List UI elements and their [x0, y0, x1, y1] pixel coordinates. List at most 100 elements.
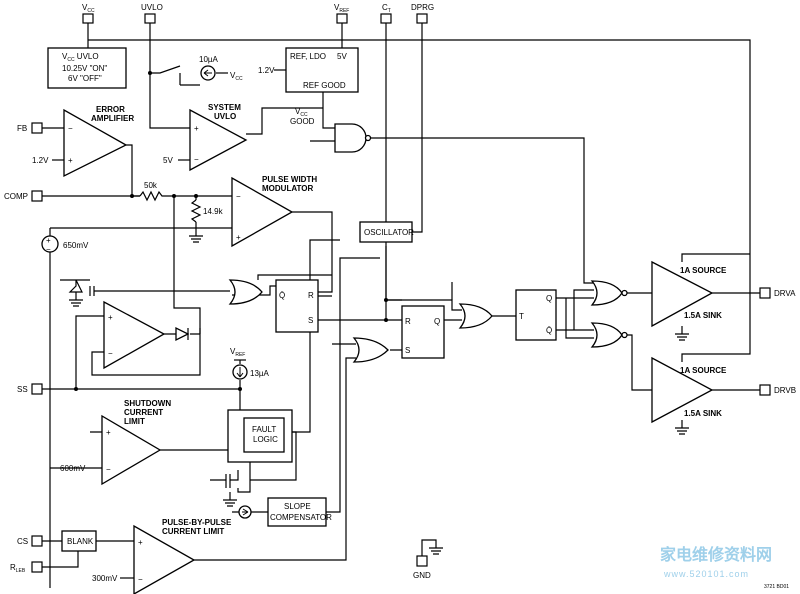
svg-text:Q: Q	[434, 317, 440, 326]
figure-id: 3721 BD01	[764, 584, 789, 590]
svg-text:1A SOURCE: 1A SOURCE	[680, 366, 727, 375]
vcc-good-label: VCC	[295, 107, 308, 118]
sr-latch: Q̄ R S	[275, 279, 319, 333]
blank-block: BLANK	[61, 530, 97, 552]
pin-vcc	[82, 13, 94, 24]
svg-text:+: +	[108, 313, 113, 322]
system-uvlo-comparator: + − SYSTEM UVLO	[189, 103, 248, 172]
svg-text:LOGIC: LOGIC	[253, 435, 278, 444]
pin-ss-label: SS	[17, 385, 28, 394]
pin-comp	[31, 190, 43, 202]
pin-ct-label: CT	[382, 3, 391, 14]
svg-text:PULSE WIDTH: PULSE WIDTH	[262, 175, 317, 184]
svg-text:1.5A SINK: 1.5A SINK	[684, 311, 722, 320]
svg-text:650mV: 650mV	[63, 241, 89, 250]
pin-fb	[31, 122, 43, 134]
oscillator-block: OSCILLATOR	[359, 221, 414, 243]
svg-text:+: +	[236, 233, 241, 242]
wires	[42, 23, 760, 588]
slope-compensator-block: SLOPE COMPENSATOR	[238, 497, 332, 527]
uvlo-5v-label: 5V	[163, 156, 173, 165]
svg-text:+: +	[138, 538, 143, 547]
ss-buffer-amp: + −	[103, 300, 166, 370]
diode	[175, 326, 190, 342]
svg-text:LIMIT: LIMIT	[124, 417, 145, 426]
t-flipflop: T Q Q̄	[515, 289, 557, 341]
pin-uvlo-label: UVLO	[141, 3, 163, 12]
svg-text:−: −	[108, 349, 113, 358]
ref-ldo-block: REF, LDO 5V REF GOOD	[285, 47, 359, 93]
error-amplifier: − + ERROR AMPLIFIER	[63, 105, 134, 178]
current-source-10ua: 10µA	[199, 55, 219, 81]
pin-rleb-label: RLEB	[10, 563, 26, 574]
svg-text:MODULATOR: MODULATOR	[262, 184, 313, 193]
svg-text:VCC UVLO: VCC UVLO	[62, 52, 99, 63]
current-source-13ua: 13µA VREF	[230, 347, 270, 380]
driver-a: 1A SOURCE 1.5A SINK	[651, 260, 727, 328]
source-vcc-label: VCC	[230, 71, 243, 82]
resistor-50k: 50k	[139, 181, 164, 202]
svg-text:ERROR: ERROR	[96, 105, 125, 114]
svg-text:6V "OFF": 6V "OFF"	[68, 74, 102, 83]
svg-text:−: −	[68, 124, 73, 133]
pin-cs-label: CS	[17, 537, 28, 546]
svg-text:14.9k: 14.9k	[203, 207, 224, 216]
svg-text:Q: Q	[546, 294, 552, 303]
svg-text:1A SOURCE: 1A SOURCE	[680, 266, 727, 275]
pin-comp-label: COMP	[4, 192, 28, 201]
vref-13ua-label: VREF	[230, 347, 245, 358]
svg-text:SLOPE: SLOPE	[284, 502, 311, 511]
svg-text:Q̄: Q̄	[546, 326, 552, 335]
ea-1v2-label: 1.2V	[32, 156, 49, 165]
pin-uvlo	[144, 13, 156, 24]
svg-text:CURRENT: CURRENT	[124, 408, 163, 417]
svg-text:S: S	[308, 316, 313, 325]
svg-text:SYSTEM: SYSTEM	[208, 103, 241, 112]
pin-vref	[336, 13, 348, 24]
svg-text:10µA: 10µA	[199, 55, 219, 64]
svg-text:50k: 50k	[144, 181, 158, 190]
voltage-source-650mv: + − 650mV	[41, 235, 89, 254]
shutdown-600mv-label: 600mV	[60, 464, 86, 473]
pin-gnd-label: GND	[413, 571, 431, 580]
pin-drva-label: DRVA	[774, 289, 796, 298]
svg-text:+: +	[106, 428, 111, 437]
pbp-300mv-label: 300mV	[92, 574, 118, 583]
vcc-good-label-2: GOOD	[290, 117, 315, 126]
watermark-url: www.520101.com	[663, 569, 749, 579]
pin-cs	[31, 535, 43, 547]
pwm-comparator: − + PULSE WIDTH MODULATOR	[231, 175, 317, 248]
svg-text:10.25V "ON": 10.25V "ON"	[62, 64, 107, 73]
pin-vref-label: VREF	[334, 3, 349, 14]
driver-b: 1A SOURCE 1.5A SINK	[651, 356, 727, 424]
svg-text:+: +	[194, 124, 199, 133]
or-gate-t	[458, 303, 493, 329]
or-gate-sr	[228, 279, 263, 305]
svg-text:REF GOOD: REF GOOD	[303, 81, 346, 90]
svg-text:BLANK: BLANK	[67, 537, 94, 546]
pin-dprg-label: DPRG	[411, 3, 434, 12]
svg-text:R: R	[405, 317, 411, 326]
svg-text:5V: 5V	[337, 52, 347, 61]
svg-text:−: −	[138, 575, 143, 584]
pin-vcc-label: VCC	[82, 3, 95, 14]
svg-text:UVLO: UVLO	[214, 112, 236, 121]
svg-text:−: −	[194, 155, 199, 164]
or-gate-rs-s	[352, 337, 389, 363]
svg-text:FAULT: FAULT	[252, 425, 276, 434]
pin-ss	[31, 383, 43, 395]
svg-text:−: −	[236, 192, 241, 201]
ref-1v2-label: 1.2V	[258, 66, 275, 75]
svg-text:COMPENSATOR: COMPENSATOR	[270, 513, 332, 522]
resistor-14-9k: 14.9k	[190, 199, 224, 223]
svg-text:CURRENT LIMIT: CURRENT LIMIT	[162, 527, 224, 536]
svg-text:OSCILLATOR: OSCILLATOR	[364, 228, 414, 237]
pins: VCC UVLO VREF CT DPRG FB COMP SS CS RLEB…	[4, 3, 796, 580]
svg-text:−: −	[106, 465, 111, 474]
svg-text:1.5A SINK: 1.5A SINK	[684, 409, 722, 418]
svg-text:Q̄: Q̄	[279, 291, 285, 300]
pin-drva	[759, 287, 771, 299]
pin-drvb-label: DRVB	[774, 386, 796, 395]
shutdown-comparator: + − SHUTDOWN CURRENT LIMIT	[101, 399, 171, 486]
fault-logic-block: FAULT LOGIC	[227, 409, 293, 463]
